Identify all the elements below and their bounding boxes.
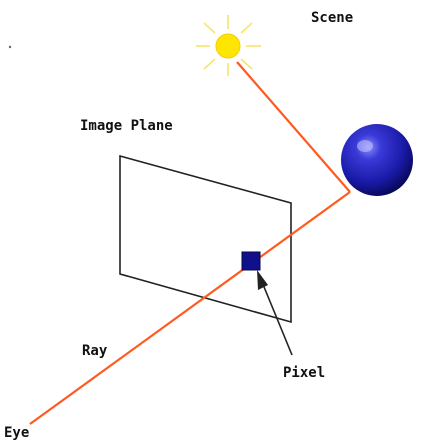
ray-label: Ray bbox=[82, 343, 108, 359]
image-plane-label: Image Plane bbox=[80, 118, 173, 134]
speck bbox=[9, 46, 11, 48]
primary-ray bbox=[30, 192, 350, 424]
pixel-label: Pixel bbox=[283, 365, 325, 381]
sphere-icon bbox=[341, 124, 413, 196]
arrow-icon bbox=[257, 270, 292, 355]
shadow-ray bbox=[237, 62, 350, 192]
eye-label: Eye bbox=[4, 425, 29, 441]
square-icon bbox=[242, 252, 260, 270]
scene-label: Scene bbox=[311, 10, 353, 26]
sun-icon bbox=[196, 15, 261, 76]
